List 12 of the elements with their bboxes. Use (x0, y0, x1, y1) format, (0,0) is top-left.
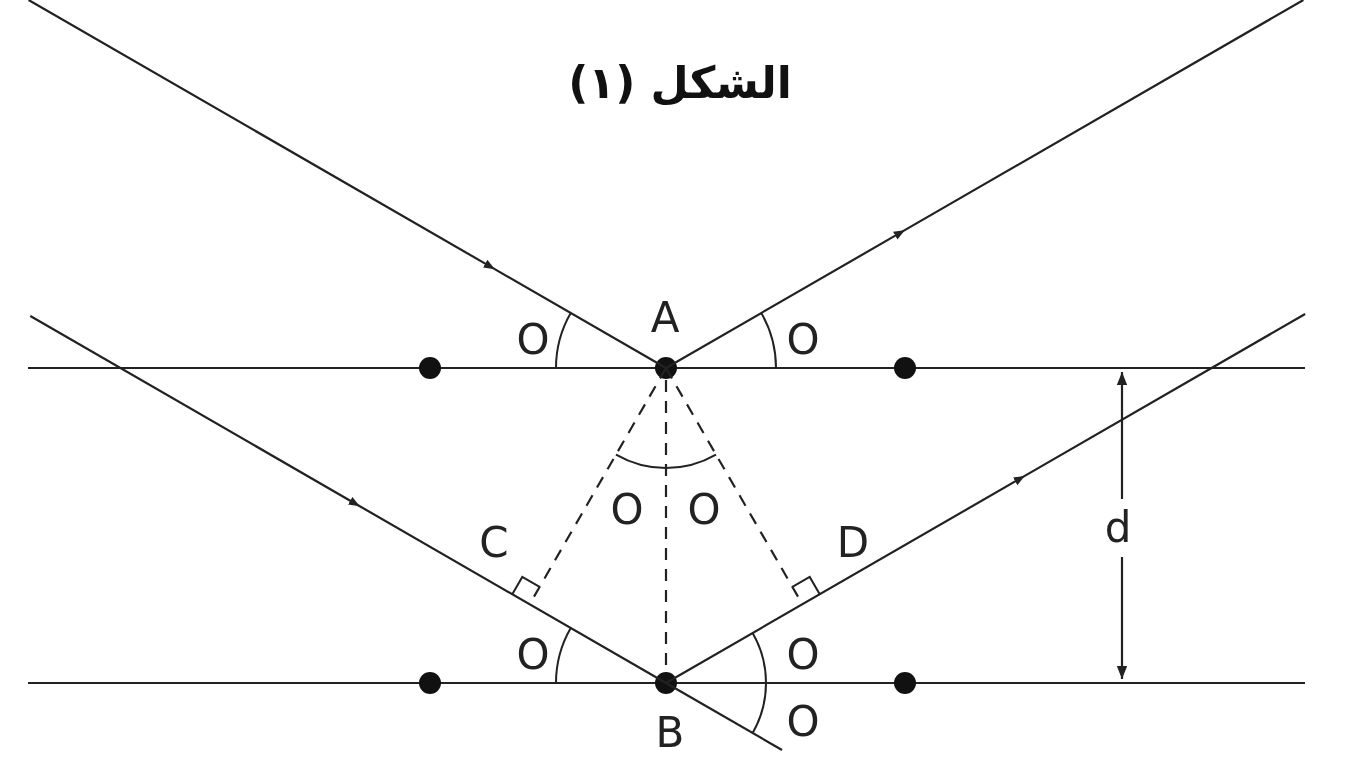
angle-label: O (786, 634, 820, 676)
angle-label: O (786, 319, 820, 361)
angle-label: O (610, 489, 644, 531)
angle-label: O (786, 701, 820, 743)
point-label: D (836, 522, 870, 564)
point-label: A (650, 297, 680, 339)
angle-label: O (687, 489, 721, 531)
point-label: C (479, 522, 509, 564)
figure-title: الشكل (١) (568, 56, 792, 108)
point-label: B (655, 712, 685, 754)
angle-label: O (516, 319, 550, 361)
angle-label: O (516, 634, 550, 676)
